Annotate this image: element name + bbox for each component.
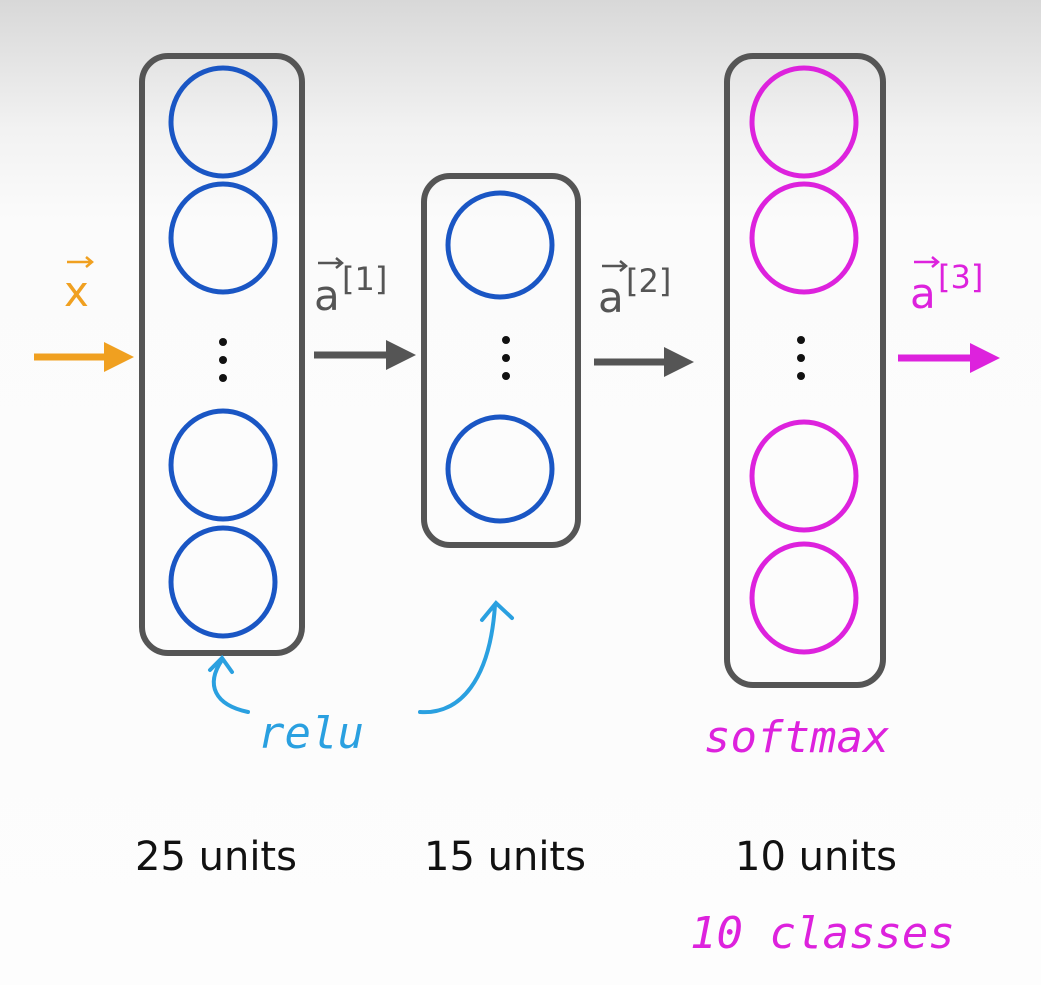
svg-text:[1]: [1] xyxy=(342,260,387,298)
softmax-annotation: softmax xyxy=(704,712,889,763)
ellipsis-dots xyxy=(797,336,805,380)
layer-2-box xyxy=(421,173,581,548)
arrow-a2 xyxy=(594,347,694,377)
input-arrow xyxy=(34,342,134,372)
layer-3-box xyxy=(724,53,886,688)
activation-a3-label: a [3] xyxy=(910,256,983,318)
arrow-a1 xyxy=(314,340,416,370)
svg-text:a: a xyxy=(314,271,340,320)
svg-text:a: a xyxy=(910,269,936,318)
relu-annotation: relu xyxy=(208,600,514,759)
classes-note: 10 classes xyxy=(690,908,955,959)
svg-text:x: x xyxy=(64,267,89,316)
neuron xyxy=(168,408,278,522)
neuron xyxy=(749,419,859,533)
svg-text:[2]: [2] xyxy=(626,262,671,300)
svg-text:[3]: [3] xyxy=(938,258,983,296)
activation-a2-label: a [2] xyxy=(598,260,671,322)
layer-3-units: 10 units xyxy=(735,834,897,880)
input-x-label: x xyxy=(64,256,94,316)
ellipsis-dots xyxy=(502,336,510,380)
neuron xyxy=(168,525,278,639)
neuron xyxy=(749,181,859,295)
activation-a1-label: a [1] xyxy=(314,257,387,320)
neuron xyxy=(168,65,278,179)
neuron xyxy=(168,181,278,295)
neuron xyxy=(749,65,859,179)
neuron xyxy=(445,414,555,524)
neuron xyxy=(445,190,555,300)
layer-2-units: 15 units xyxy=(424,834,586,880)
svg-text:a: a xyxy=(598,273,624,322)
output-arrow xyxy=(898,343,1000,373)
neuron xyxy=(749,541,859,655)
svg-text:relu: relu xyxy=(258,708,364,759)
layer-1-units: 25 units xyxy=(135,834,297,880)
ellipsis-dots xyxy=(219,338,227,382)
layer-1-box xyxy=(139,53,305,656)
